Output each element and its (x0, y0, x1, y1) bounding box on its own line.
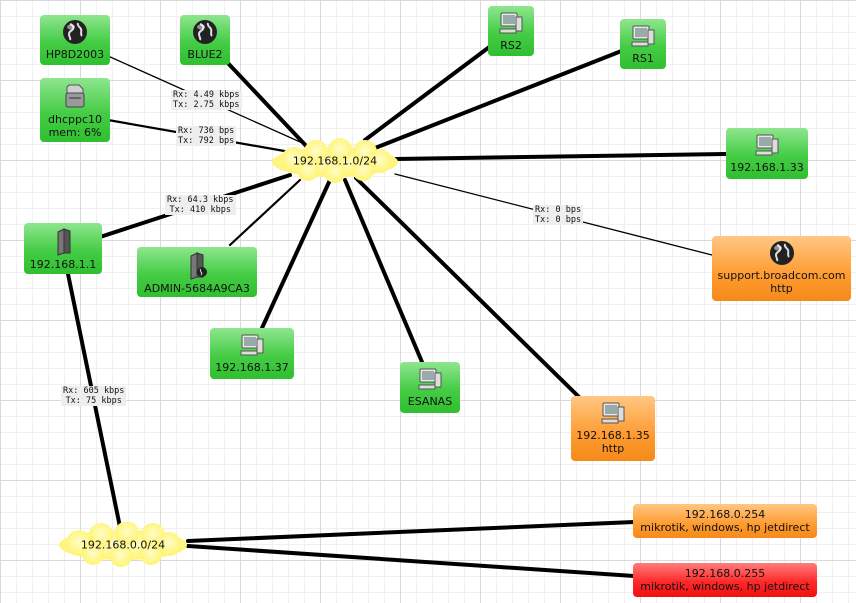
device-192-168-1-35[interactable]: 192.168.1.35 http (571, 396, 655, 461)
device-admin-5684a9ca3[interactable]: ADMIN-5684A9CA3 (137, 247, 257, 297)
network-label: 192.168.0.0/24 (80, 538, 166, 552)
traffic-tx: Tx: 75 kbps (65, 396, 122, 406)
device-label: dhcppc10 (47, 113, 102, 126)
traffic-tx: Tx: 792 bps (178, 136, 235, 146)
device-dhcppc10[interactable]: dhcppc10 mem: 6% (40, 78, 110, 142)
traffic-tx: Tx: 2.75 kbps (173, 100, 240, 110)
link-esanas (343, 178, 424, 364)
globe-icon (769, 241, 794, 265)
traffic-tx: Tx: 410 kbps (169, 205, 231, 215)
link-admin (228, 178, 302, 247)
network-cloud-192-168-1-0[interactable]: 192.168.1.0/24 (268, 138, 402, 184)
traffic-label-h11: Rx: 64.3 kbps Tx: 410 kbps (165, 195, 236, 215)
device-hp8d2003[interactable]: HP8D2003 (40, 15, 110, 65)
traffic-rx: Rx: 736 bps (178, 126, 235, 136)
device-192-168-1-1[interactable]: 192.168.1.1 (24, 223, 102, 274)
link-rs1 (368, 48, 626, 152)
device-rs1[interactable]: RS1 (620, 19, 666, 69)
network-label: 192.168.1.0/24 (292, 154, 378, 168)
computer-icon (499, 12, 523, 34)
cloud-icon (59, 522, 187, 567)
device-label: 192.168.1.1 (29, 258, 97, 271)
device-label: 192.168.0.255 (684, 567, 766, 580)
traffic-rx: Rx: 605 kbps (63, 386, 125, 396)
device-esanas[interactable]: ESANAS (400, 362, 460, 413)
device-label: RS1 (632, 52, 654, 65)
computer-icon (755, 134, 779, 156)
link-h137 (260, 178, 332, 330)
device-label: ESANAS (407, 395, 453, 408)
traffic-label-dhcppc10: Rx: 736 bps Tx: 792 bps (176, 126, 237, 146)
computer-icon (418, 368, 442, 390)
device-label: HP8D2003 (45, 48, 105, 61)
traffic-rx: Rx: 64.3 kbps (167, 195, 234, 205)
device-label: RS2 (500, 39, 522, 52)
computer-icon (240, 334, 264, 356)
traffic-rx: Rx: 0 bps (535, 205, 582, 215)
link-h135 (354, 176, 582, 400)
traffic-label-broadcom: Rx: 0 bps Tx: 0 bps (533, 205, 584, 225)
device-sublabel: mem: 6% (48, 126, 102, 139)
device-rs2[interactable]: RS2 (488, 6, 534, 56)
computer-icon (631, 25, 655, 47)
link-h0255 (186, 544, 636, 578)
device-label: support.broadcom.com (717, 269, 846, 282)
device-blue2[interactable]: BLUE2 (180, 15, 230, 65)
device-label: 192.168.0.254 (684, 508, 766, 521)
traffic-rx: Rx: 4.49 kbps (173, 90, 240, 100)
device-sublabel: mikrotik, windows, hp jetdirect (640, 580, 810, 593)
device-192-168-0-255[interactable]: 192.168.0.255 mikrotik, windows, hp jetd… (633, 563, 817, 597)
device-label: BLUE2 (187, 48, 223, 61)
server-globe-icon (190, 252, 207, 280)
device-label: ADMIN-5684A9CA3 (144, 282, 250, 295)
cloud-icon (272, 138, 398, 183)
traffic-tx: Tx: 0 bps (535, 215, 582, 225)
printer-icon (65, 84, 85, 108)
device-sublabel: http (601, 442, 625, 455)
traffic-label-uplink: Rx: 605 kbps Tx: 75 kbps (61, 386, 127, 406)
device-192-168-1-37[interactable]: 192.168.1.37 (210, 328, 294, 379)
traffic-label-hp8d2003: Rx: 4.49 kbps Tx: 2.75 kbps (171, 90, 242, 110)
device-label: 192.168.1.33 (730, 161, 804, 174)
computer-icon (601, 402, 625, 424)
device-sublabel: http (770, 282, 793, 295)
device-support-broadcom-com[interactable]: support.broadcom.com http (712, 236, 851, 301)
network-cloud-192-168-0-0[interactable]: 192.168.0.0/24 (55, 522, 191, 568)
link-rs2 (363, 43, 494, 142)
globe-icon (193, 20, 217, 44)
device-192-168-0-254[interactable]: 192.168.0.254 mikrotik, windows, hp jetd… (633, 504, 817, 538)
link-h0254 (186, 520, 636, 543)
device-sublabel: mikrotik, windows, hp jetdirect (640, 521, 810, 534)
device-192-168-1-33[interactable]: 192.168.1.33 (726, 128, 808, 179)
link-h133 (393, 152, 727, 161)
device-label: 192.168.1.37 (215, 361, 289, 374)
globe-icon (63, 20, 87, 44)
router-icon (57, 228, 71, 256)
link-blue2 (223, 58, 312, 152)
device-label: 192.168.1.35 (576, 429, 650, 442)
